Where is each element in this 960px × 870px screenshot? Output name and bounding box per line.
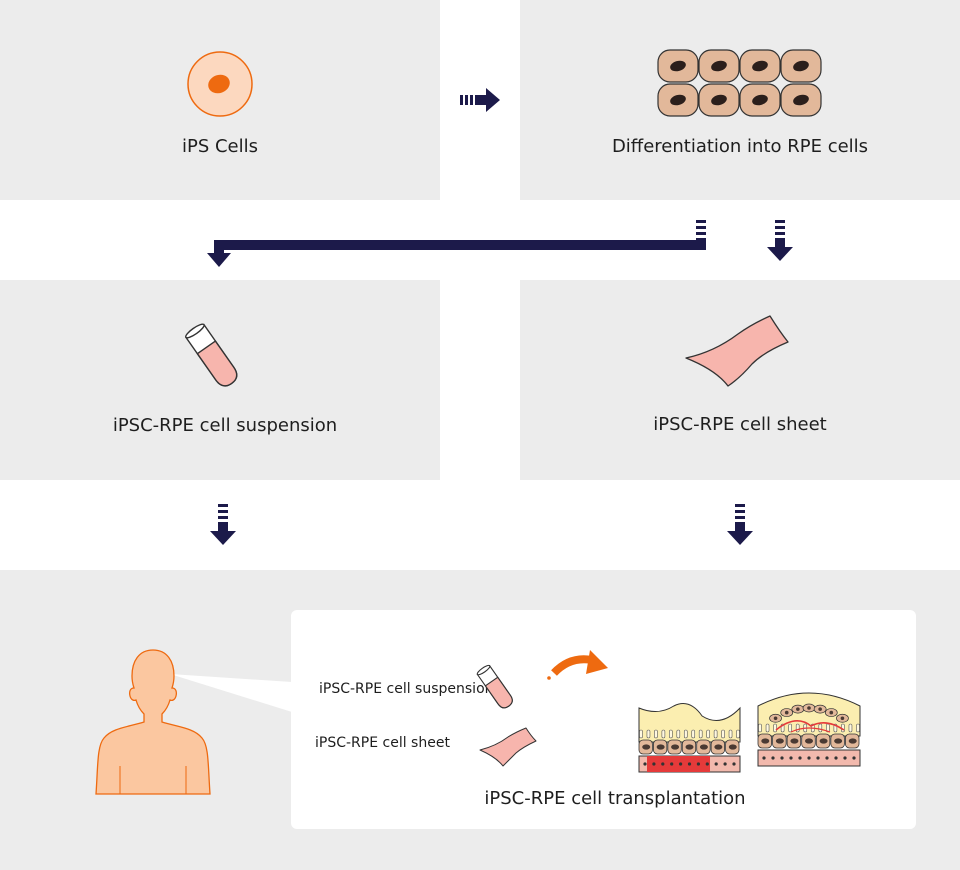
retina-cross-section-icon [638, 703, 741, 773]
retina-cross-section-icon [757, 692, 861, 767]
human-silhouette-icon [95, 649, 211, 795]
down-arrow-icon [767, 220, 793, 261]
view-beam [170, 674, 292, 712]
test-tube-icon [476, 664, 513, 709]
cell-sheet-icon [685, 315, 789, 387]
ips-cells-label: iPS Cells [181, 136, 259, 157]
right-arrow-icon [460, 88, 500, 112]
sheet-label: iPSC-RPE cell sheet [653, 414, 827, 435]
branch-arrow-icon [207, 220, 706, 267]
transplant-sheet-label: iPSC-RPE cell sheet [315, 735, 450, 751]
sheet-panel [520, 280, 960, 480]
down-arrow-icon [210, 504, 236, 545]
test-tube-icon [184, 323, 238, 387]
differentiation-label: Differentiation into RPE cells [611, 136, 869, 157]
suspension-label: iPSC-RPE cell suspension [112, 415, 338, 436]
transplantation-title: iPSC-RPE cell transplantation [484, 788, 746, 809]
rpe-cells-icon [657, 49, 822, 117]
ips-cell-icon [187, 51, 253, 117]
cell-sheet-icon [479, 727, 537, 767]
transplant-suspension-label: iPSC-RPE cell suspension [319, 681, 494, 697]
down-arrow-icon [727, 504, 753, 545]
curved-arrow-icon [547, 650, 608, 680]
